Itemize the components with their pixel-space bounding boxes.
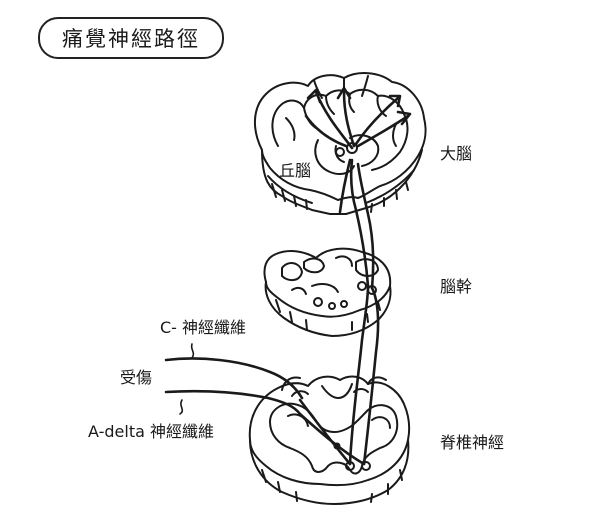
- brainstem-section: [263, 247, 392, 337]
- label-cerebrum: 大腦: [440, 144, 473, 163]
- label-brainstem: 腦幹: [440, 277, 473, 296]
- label-c-fiber: C- 神經纖維: [160, 318, 247, 337]
- label-injury: 受傷: [120, 368, 153, 387]
- pathway-fibers: [164, 86, 412, 471]
- diagram-title: 痛覺神經路徑: [62, 27, 200, 51]
- label-spinal-cord: 脊椎神經: [440, 433, 505, 452]
- title-box: 痛覺神經路徑: [38, 17, 224, 59]
- label-thalamus: 丘腦: [279, 161, 312, 180]
- label-a-delta-fiber: A-delta 神經纖維: [88, 422, 214, 441]
